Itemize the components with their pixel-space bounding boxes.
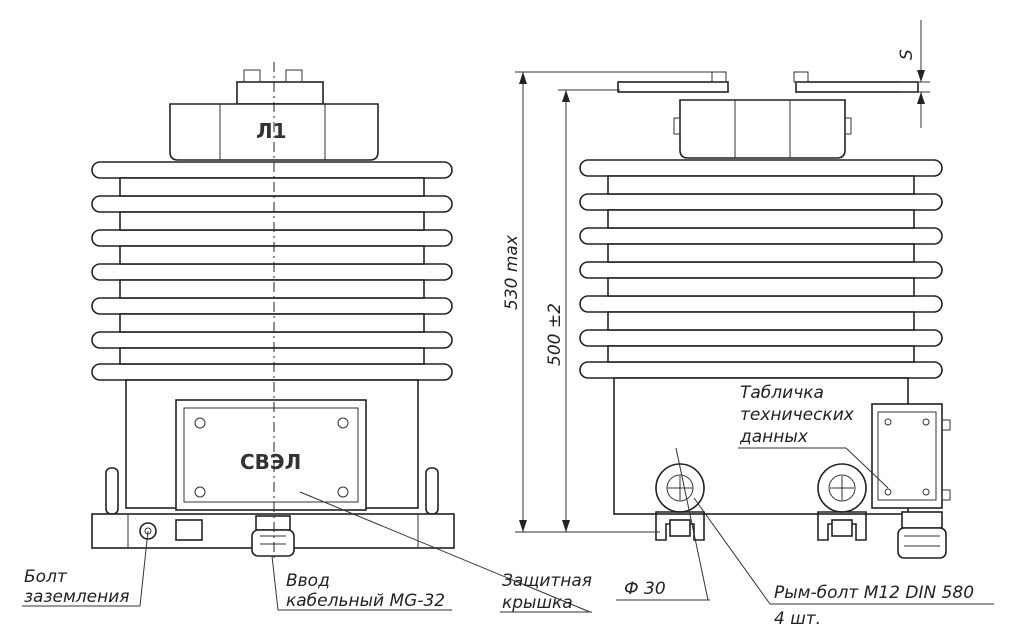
cable-gland (251, 529, 295, 557)
cable-entry-label-2: кабельный MG-32 (286, 591, 445, 611)
nameplate-label-3: данных (739, 427, 809, 447)
front-left-lug (105, 467, 119, 515)
eyebolt-label-2: 4 шт. (774, 609, 821, 629)
cable-gland-nut (255, 515, 291, 531)
nameplate-label-2: технических (740, 405, 855, 425)
busbar-right (795, 81, 919, 93)
side-cable-gland (897, 527, 947, 559)
eyebolt-label-1: Рым-болт М12 DIN 580 (774, 583, 974, 603)
dim-thickness: S (897, 49, 917, 60)
cable-entry-label-1: Ввод (286, 571, 330, 591)
dim-body-height: 500 ±2 (545, 303, 565, 366)
front-right-lug (425, 467, 439, 515)
dim-diameter: Ф 30 (624, 579, 666, 599)
front-terminal-nut-right (285, 69, 303, 83)
callouts: Болт заземления Ввод кабельный MG-32 Защ… (22, 383, 994, 629)
ground-bolt-label-1: Болт (24, 567, 68, 587)
front-sheds (91, 161, 453, 381)
dim-total-height: 530 max (502, 234, 522, 310)
cover-label-2: крышка (502, 593, 573, 613)
brand-logo: СВЭЛ (240, 450, 301, 474)
front-view: Л1 СВЭЛ (91, 62, 455, 560)
front-terminal-nut-left (243, 69, 261, 83)
nameplate-box (871, 403, 943, 509)
side-head (679, 99, 846, 159)
busbar-left (617, 81, 729, 93)
ground-bolt-label-2: заземления (24, 587, 130, 607)
side-sheds (579, 159, 943, 379)
side-view (579, 71, 951, 559)
nameplate-label-1: Табличка (740, 383, 824, 403)
protective-cover (175, 399, 367, 511)
dimensions: 530 max 500 ±2 S (502, 20, 930, 533)
terminal-mark: Л1 (256, 119, 287, 143)
front-terminal-block (236, 81, 324, 105)
cover-label-1: Защитная (502, 571, 592, 591)
ground-terminal (175, 519, 203, 541)
